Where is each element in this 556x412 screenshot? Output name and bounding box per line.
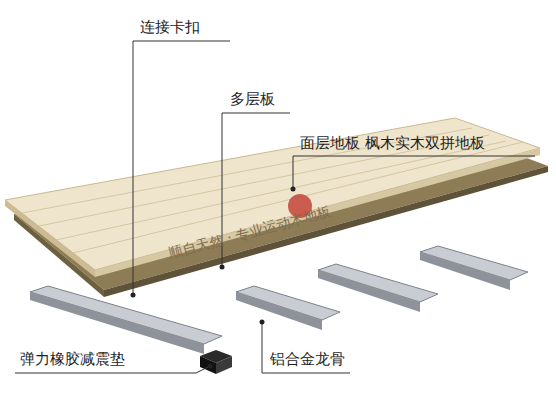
- part-label: 多层板: [230, 90, 275, 108]
- rubber-pad: [200, 350, 232, 374]
- part-label: 连接卡扣: [140, 18, 200, 36]
- leader-dot: [131, 187, 296, 369]
- leader-line: [15, 41, 535, 373]
- maple-floor-board: [5, 118, 540, 277]
- part-label: 弹力橡胶减震垫: [20, 350, 125, 368]
- part-label: 面层地板 枫木实木双拼地板: [300, 134, 485, 152]
- part-label: 铝合金龙骨: [270, 350, 345, 368]
